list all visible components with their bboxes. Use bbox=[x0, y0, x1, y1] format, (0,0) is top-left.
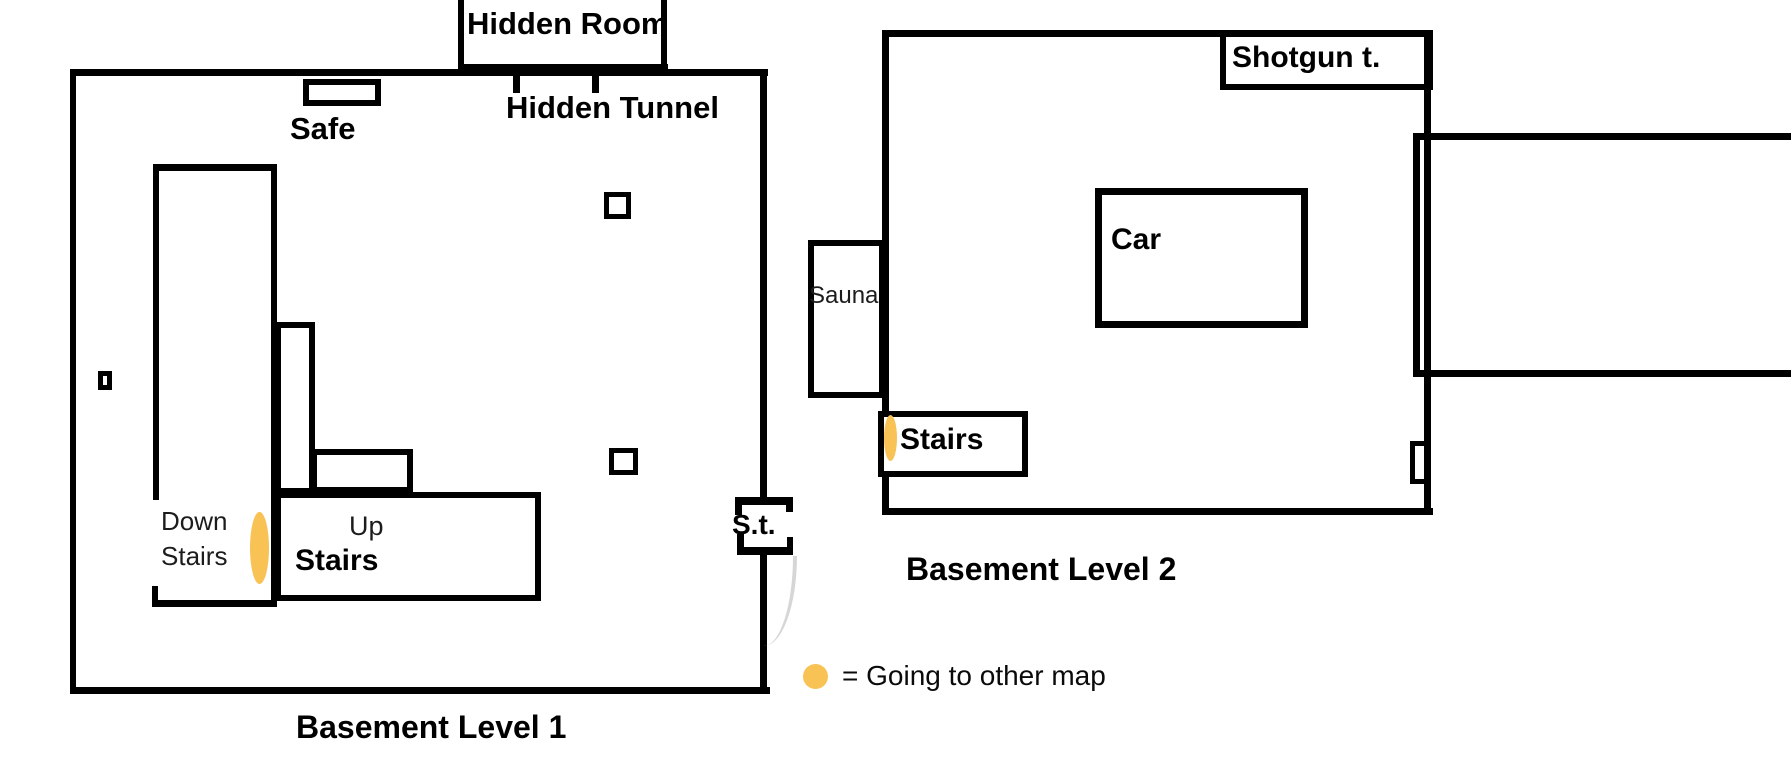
hidden-room-label: Hidden Room bbox=[467, 6, 669, 41]
legend-text: = Going to other map bbox=[842, 660, 1106, 691]
level2-stairs-transfer-marker bbox=[884, 415, 897, 461]
level2-right-wall-door-marker bbox=[1410, 441, 1429, 484]
down-stairs-transfer-marker bbox=[250, 512, 269, 584]
st-door-top-left-tick bbox=[735, 497, 742, 515]
level1-small-square-upper bbox=[604, 192, 631, 219]
level2-stairs-label: Stairs bbox=[900, 423, 984, 456]
level1-top-wall bbox=[70, 69, 768, 76]
down-stairs-label-line2: Stairs bbox=[161, 541, 228, 571]
level2-car-box bbox=[1095, 188, 1308, 328]
level2-right-wall bbox=[1424, 30, 1431, 515]
st-door-top-right-tick bbox=[786, 497, 793, 512]
level1-title: Basement Level 1 bbox=[296, 709, 567, 745]
st-door-pen-smudge bbox=[762, 556, 797, 646]
st-door-bottom-right-tick bbox=[787, 537, 793, 548]
safe-label: Safe bbox=[290, 111, 356, 146]
level2-stairs-box bbox=[878, 411, 1028, 477]
sauna-label: Sauna bbox=[809, 283, 879, 309]
down-stairs-room-bottom-wall bbox=[152, 600, 277, 607]
level1-right-wall-upper bbox=[760, 69, 767, 498]
level1-small-square-lower bbox=[609, 448, 638, 475]
level2-top-wall bbox=[883, 30, 1431, 37]
down-stairs-room-left-wall-upper bbox=[153, 164, 159, 500]
level1-small-room-rect bbox=[311, 449, 413, 493]
level1-tiny-wall-object bbox=[98, 371, 112, 390]
up-stairs-room bbox=[275, 492, 541, 601]
hidden-room-right-wall bbox=[661, 0, 667, 72]
down-stairs-room-top-wall bbox=[153, 164, 277, 171]
down-stairs-room-left-wall-lower bbox=[152, 586, 158, 607]
safe-box bbox=[303, 79, 381, 106]
level1-bottom-wall bbox=[70, 687, 770, 694]
level2-garage-room bbox=[1413, 133, 1791, 377]
car-label: Car bbox=[1111, 223, 1162, 256]
st-door-top-bar bbox=[735, 497, 793, 505]
shotgun-table-label: Shotgun t. bbox=[1232, 41, 1381, 74]
level2-title: Basement Level 2 bbox=[906, 551, 1177, 587]
level1-corridor-rect bbox=[275, 322, 315, 494]
st-door-bottom-bar bbox=[737, 547, 793, 555]
hidden-tunnel-tick-right bbox=[592, 74, 599, 93]
level2-left-wall bbox=[882, 30, 889, 515]
up-stairs-label-line2: Stairs bbox=[295, 544, 379, 577]
hidden-room-left-wall bbox=[458, 0, 464, 72]
down-stairs-label-line1: Down bbox=[161, 506, 228, 536]
level1-left-wall bbox=[70, 69, 76, 693]
st-door-bottom-left-tick bbox=[737, 534, 744, 548]
down-stairs-room-right-wall bbox=[271, 164, 277, 607]
legend-transfer-marker-dot bbox=[803, 664, 828, 689]
hidden-tunnel-label: Hidden Tunnel bbox=[506, 90, 719, 125]
level2-sauna-room bbox=[808, 240, 885, 398]
hidden-tunnel-tick-left bbox=[513, 74, 520, 93]
up-stairs-label-line1: Up bbox=[349, 511, 384, 541]
level2-bottom-wall bbox=[882, 508, 1433, 515]
